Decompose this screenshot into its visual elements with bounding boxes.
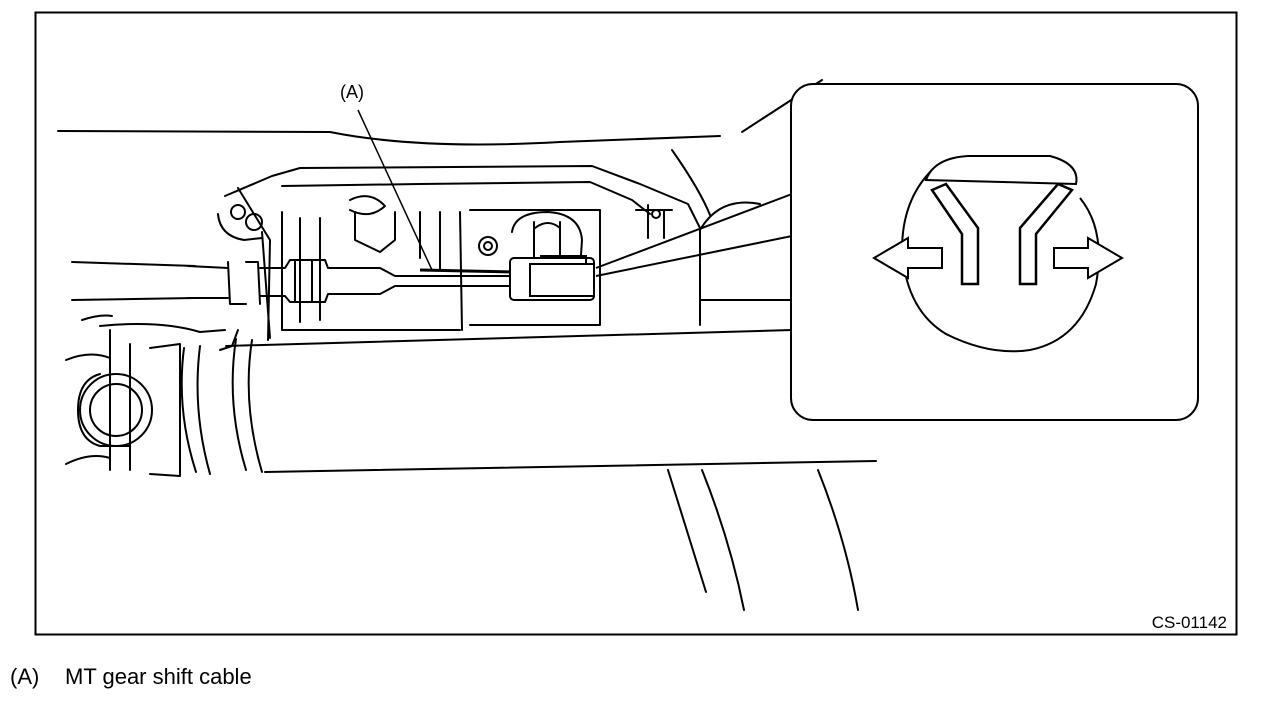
arrow-left-icon [872, 236, 943, 280]
legend-text: MT gear shift cable [65, 664, 252, 689]
arrow-right-icon [1053, 236, 1124, 280]
figure-code: CS-01142 [1152, 613, 1227, 632]
detail-inset [790, 83, 1199, 421]
inset-frame [790, 83, 1199, 421]
clip-right-arm [1018, 182, 1075, 286]
clip-left-arm [930, 182, 980, 286]
clip-top [924, 155, 1078, 186]
legend-key: (A) [10, 664, 40, 689]
cable-line [419, 268, 513, 274]
legend: (A) MT gear shift cable [10, 664, 252, 690]
shifter-assembly-drawing [57, 79, 877, 611]
callout-a: (A) [340, 82, 433, 271]
callout-label: (A) [340, 82, 364, 102]
figure-border [34, 11, 1238, 636]
gear-shift-cable [395, 255, 595, 301]
detail-zoom-lines [595, 193, 793, 277]
